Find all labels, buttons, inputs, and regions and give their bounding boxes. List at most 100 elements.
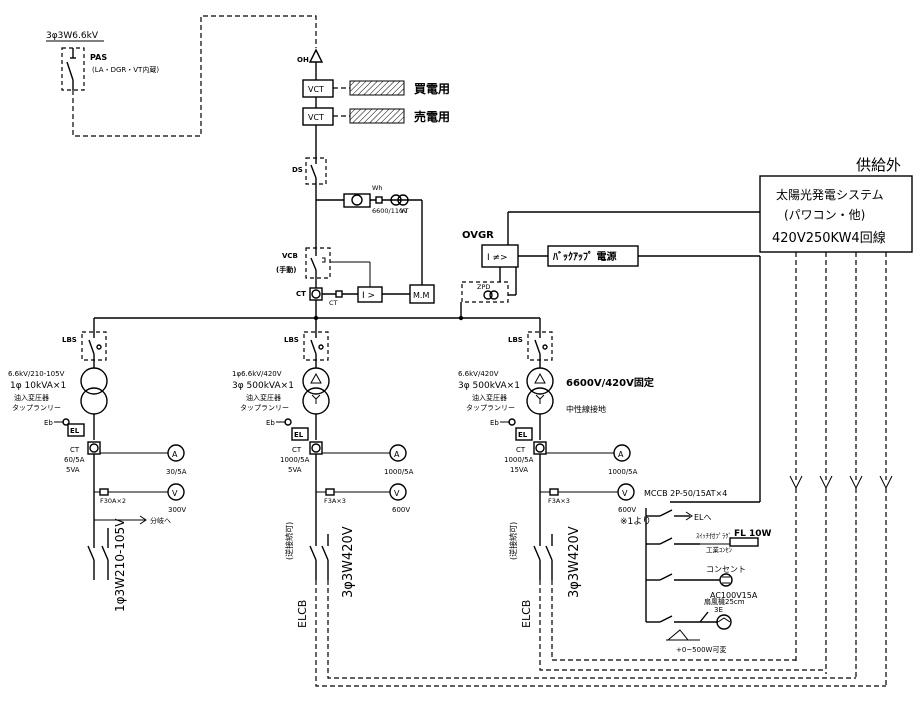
lbs2-label: LBS xyxy=(284,336,299,344)
solar-system-box xyxy=(759,175,913,253)
elcb2-label: ELCB xyxy=(296,600,309,628)
solar-sub: (パワコン・他) xyxy=(784,208,865,222)
mccb-switches xyxy=(646,509,720,623)
ammeter-3 xyxy=(613,444,631,462)
ovgr-relay-label: I ≠> xyxy=(487,253,508,263)
vm2-symbol: V xyxy=(394,489,400,498)
backup-label: ﾊﾞｯｸｱｯﾌﾟ 電源 xyxy=(552,250,616,263)
tr2-type: 油入変圧器 xyxy=(246,393,281,402)
vm1-symbol: V xyxy=(172,489,178,498)
pas-note: (LA・DGR・VT内蔵) xyxy=(92,65,159,74)
mccb-label: MCCB 2P-50/15AT×4 xyxy=(644,489,727,498)
am2-symbol: A xyxy=(394,450,400,459)
fl-note: 工業ｺﾝｾﾝ xyxy=(706,545,732,554)
solar-spec: 420V250KW4回線 xyxy=(772,230,886,246)
vm2-label: 600V xyxy=(392,506,410,514)
pas-label: PAS xyxy=(90,53,107,62)
from1-label: ※1より xyxy=(620,516,651,527)
tr1-spec2: 1φ 10kVA×1 xyxy=(10,381,66,391)
tr1-spec1: 6.6kV/210-105V xyxy=(8,370,65,378)
fuse3-label: F3A×3 xyxy=(548,497,570,505)
fan-spec: 3E xyxy=(714,606,723,614)
eb2-label: Eb xyxy=(266,419,275,427)
ds-switch xyxy=(305,157,327,185)
el-relay-3 xyxy=(515,427,533,441)
out3-label: 3φ3W420V xyxy=(567,526,582,598)
elcb3-label: ELCB xyxy=(520,600,533,628)
el2-label: EL xyxy=(294,431,304,439)
wh-label: Wh xyxy=(372,184,383,192)
wh-meter-sell xyxy=(349,108,405,124)
vm3-label: 600V xyxy=(618,506,636,514)
outlet-spec: AC100V15A xyxy=(710,591,758,600)
ovgr-label: OVGR xyxy=(462,230,494,241)
vct-buy-label: VCT xyxy=(308,85,324,94)
am3-symbol: A xyxy=(618,450,624,459)
mm-label: M.M xyxy=(413,291,429,300)
lbs1-label: LBS xyxy=(62,336,77,344)
vt-label: VT xyxy=(400,207,408,215)
el-relay-2 xyxy=(291,427,309,441)
tr3-spec2: 3φ 500kVA×1 xyxy=(458,381,520,391)
ct2-ratio: 1000/5A xyxy=(280,456,310,464)
el1-label: EL xyxy=(70,427,80,435)
mm-meter xyxy=(409,284,435,304)
oh-terminal-icon xyxy=(308,48,324,63)
fuse1-label: F30A×2 xyxy=(100,497,126,505)
el-relay-1 xyxy=(67,423,85,437)
fl-label: FL 10W xyxy=(734,529,772,539)
ct1-va: 5VA xyxy=(66,466,80,474)
oh-label: OH xyxy=(297,56,309,64)
sell-label: 売電用 xyxy=(414,109,450,124)
tr3-tap: タップランリー xyxy=(466,403,515,412)
lbs-1 xyxy=(81,331,107,361)
lbs-2 xyxy=(303,331,329,361)
zpd-label: ZPD xyxy=(477,283,490,291)
transformer-2 xyxy=(302,367,330,415)
ct3-va: 15VA xyxy=(510,466,528,474)
out1-label: 1φ3W210-105V xyxy=(113,518,127,612)
vt-ratio-label: 6600/110V xyxy=(372,207,408,215)
tr3-note1: 6600V/420V固定 xyxy=(566,376,654,389)
ammeter-2 xyxy=(389,444,407,462)
outlet-label: コンセント xyxy=(706,565,746,574)
branch1-label: 分岐へ xyxy=(150,516,171,525)
tr3-spec1: 6.6kV/420V xyxy=(458,370,499,378)
elcb2-note: (逆接続可) xyxy=(284,522,294,560)
pas-switch xyxy=(61,47,85,91)
voltmeter-1 xyxy=(167,483,185,501)
fan-label: 扇風機25cm xyxy=(704,597,745,606)
buy-label: 買電用 xyxy=(414,82,450,96)
ct2-label: CT xyxy=(292,446,302,454)
fl-switch-label: ｽｲｯﾁ付ﾌﾟﾗｸﾞ xyxy=(696,531,732,540)
am1-symbol: A xyxy=(172,450,178,459)
solar-title: 太陽光発電システム xyxy=(776,187,884,202)
tr3-type: 油入変圧器 xyxy=(472,393,507,402)
vcb-breaker xyxy=(305,247,331,279)
output-switch-1 xyxy=(87,528,109,580)
vm3-symbol: V xyxy=(622,489,628,498)
eb3-label: Eb xyxy=(490,419,499,427)
fan-icon xyxy=(716,614,732,630)
voltmeter-2 xyxy=(389,483,407,501)
ct-main-label: CT xyxy=(296,290,306,298)
tr1-type: 油入変圧器 xyxy=(14,393,49,402)
tr2-tap: タップランリー xyxy=(240,403,289,412)
elcb-2 xyxy=(309,534,329,580)
tr3-note2: 中性線接地 xyxy=(566,404,606,414)
outlet-icon xyxy=(719,573,733,587)
ct3-ratio: 1000/5A xyxy=(504,456,534,464)
el-to-label: ELへ xyxy=(694,513,712,522)
vcb-note: (手動) xyxy=(276,265,296,274)
ct1-ratio: 60/5A xyxy=(64,456,85,464)
elcb-3 xyxy=(533,534,553,580)
lbs3-label: LBS xyxy=(508,336,523,344)
transformer-3 xyxy=(526,367,554,415)
transformer-1 xyxy=(80,367,108,415)
supply-label: 3φ3W6.6kV xyxy=(46,31,99,41)
tr2-spec1: 1φ6.6kV/420V xyxy=(232,370,282,378)
ct3-label: CT xyxy=(516,446,526,454)
voltmeter-3 xyxy=(617,483,635,501)
vcb-label: VCB xyxy=(282,252,298,260)
